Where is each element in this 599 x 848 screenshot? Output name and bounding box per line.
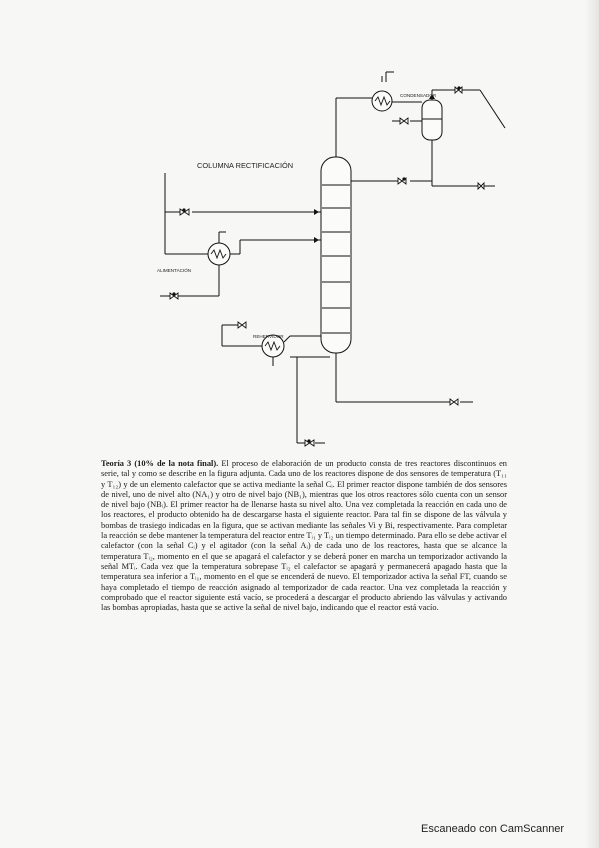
valve-icon: [179, 208, 190, 216]
scanner-watermark: Escaneado con CamScanner: [421, 823, 565, 835]
valve-icon: [399, 117, 409, 125]
reboiler-icon: [261, 334, 285, 358]
condenser-icon: [371, 90, 393, 112]
valve-icon: [477, 181, 485, 191]
page-edge-shadow: [585, 0, 599, 848]
feed-preheater-icon: [207, 242, 231, 266]
valve-icon: [304, 439, 315, 447]
reboiler-label: REHERVIDOR: [253, 334, 284, 339]
problem-title: Teoría 3 (10% de la nota final).: [101, 459, 219, 468]
problem-body: El proceso de elaboración de un producto…: [101, 459, 507, 613]
valve-icon: [237, 321, 247, 329]
valve-icon: [169, 292, 179, 300]
feed-label: ALIMENTACIÓN: [157, 267, 191, 273]
rectification-column: [320, 156, 352, 354]
reflux-accumulator: [421, 99, 443, 141]
process-diagram: COLUMNA RECTIFICACIÓN CONDENSADOR ALIMEN…: [157, 71, 506, 447]
problem-statement: Teoría 3 (10% de la nota final). El proc…: [101, 459, 507, 613]
condenser-label: CONDENSADOR: [400, 93, 437, 98]
valve-icon: [449, 398, 459, 406]
column-label: COLUMNA RECTIFICACIÓN: [197, 161, 293, 170]
